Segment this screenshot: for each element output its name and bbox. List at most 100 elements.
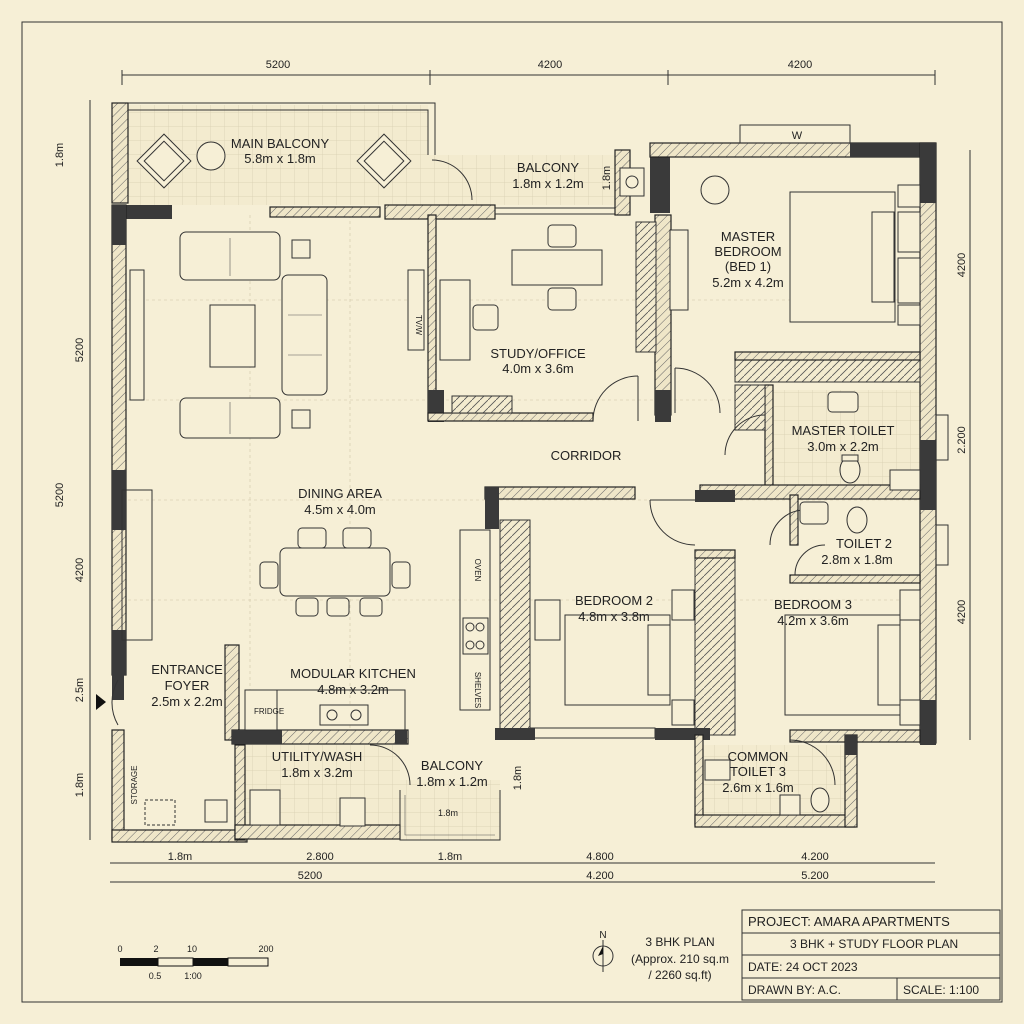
dim-left-1: 1.8m xyxy=(54,142,66,168)
balcony-bottom-side: 1.8m xyxy=(512,765,524,791)
dim-bottom-7: 4.200 xyxy=(586,870,614,882)
master-bedroom-furniture xyxy=(669,175,921,326)
dim-left-3: 5200 xyxy=(54,482,66,508)
main-balcony-name: MAIN BALCONY xyxy=(230,136,330,151)
bedroom3-furniture xyxy=(784,589,921,726)
toilet2-size: 2.8m x 1.8m xyxy=(821,552,893,567)
walls xyxy=(111,102,937,843)
sheet-border xyxy=(21,21,1003,1003)
corridor-name: CORRIDOR xyxy=(550,448,622,463)
window-toilet2 xyxy=(935,524,949,566)
bedroom3-name: BEDROOM 3 xyxy=(773,597,853,612)
bedroom3-size: 4.2m x 3.6m xyxy=(777,613,849,628)
dim-left-4: 4200 xyxy=(74,557,86,583)
dim-top-2: 4200 xyxy=(537,59,563,71)
balcony-top-tag: 1.8m xyxy=(601,165,613,191)
kitchen-fixtures xyxy=(244,617,489,731)
oven-label: OVEN xyxy=(473,559,482,582)
balcony-bottom-floor xyxy=(400,780,500,840)
window-master-toilet xyxy=(935,414,949,461)
dim-right-3: 4200 xyxy=(956,599,968,625)
window-dining xyxy=(121,489,153,641)
dim-left-2: 5200 xyxy=(74,337,86,363)
tv-wall-label: TV/W xyxy=(414,315,423,335)
balcony-bottom-name: BALCONY xyxy=(420,758,484,773)
dim-right-1: 4200 xyxy=(956,252,968,278)
north-label: N xyxy=(599,930,607,941)
plan-title: 3 BHK PLAN xyxy=(645,935,715,949)
window-w-frame xyxy=(739,124,851,144)
study-size: 4.0m x 3.6m xyxy=(502,361,574,376)
master-bed-name-2: BEDROOM xyxy=(714,244,782,259)
common-toilet-name-2: TOILET 3 xyxy=(730,764,786,779)
bedroom2-name: BEDROOM 2 xyxy=(574,593,654,608)
dim-left-5: 2.5m xyxy=(74,677,86,703)
storage-label: STORAGE xyxy=(130,766,139,805)
foyer-name-1: ENTRANCE xyxy=(151,662,223,677)
utility-size: 1.8m x 3.2m xyxy=(281,765,353,780)
north-arrow-icon xyxy=(592,940,614,972)
dim-bottom-5: 4.200 xyxy=(801,851,829,863)
toilet2-name: TOILET 2 xyxy=(836,536,892,551)
shelves-label: SHELVES xyxy=(473,672,482,708)
master-toilet-name: MASTER TOILET xyxy=(791,423,895,438)
fridge-label: FRIDGE xyxy=(254,707,284,716)
plan-area-1: (Approx. 210 sq.m xyxy=(630,952,730,966)
window-label: W xyxy=(792,130,803,142)
common-toilet-size: 2.6m x 1.6m xyxy=(722,780,794,795)
study-furniture xyxy=(439,221,657,414)
balcony-top-name: BALCONY xyxy=(516,160,580,175)
master-bed-size: 5.2m x 4.2m xyxy=(712,275,784,290)
master-toilet-fixtures xyxy=(827,391,921,491)
plan-subtitle: 3 BHK + STUDY FLOOR PLAN xyxy=(790,937,959,951)
dim-bottom-4: 4.800 xyxy=(586,851,614,863)
main-balcony-size: 5.8m x 1.8m xyxy=(244,151,316,166)
title-block xyxy=(741,909,1001,1001)
entrance-arrow-icon xyxy=(96,694,106,710)
plan-date: DATE: 24 OCT 2023 xyxy=(748,960,858,974)
foyer-size: 2.5m x 2.2m xyxy=(151,694,223,709)
scale-label-05: 0.5 xyxy=(148,971,162,981)
study-name: STUDY/OFFICE xyxy=(490,346,586,361)
foyer-name-2: FOYER xyxy=(164,678,210,693)
dim-right-2: 2.200 xyxy=(956,426,968,454)
dim-top-1: 5200 xyxy=(265,59,291,71)
dim-bottom-6: 5200 xyxy=(297,870,323,882)
plan-scale: SCALE: 1:100 xyxy=(903,983,980,997)
balcony-bottom-size: 1.8m x 1.2m xyxy=(416,774,488,789)
project-name: PROJECT: AMARA APARTMENTS xyxy=(748,914,950,929)
dimension-lines xyxy=(89,70,971,883)
bedroom2-size: 4.8m x 3.8m xyxy=(578,609,650,624)
main-balcony-furniture xyxy=(136,133,645,197)
kitchen-size: 4.8m x 3.2m xyxy=(317,682,389,697)
scale-label-200: 200 xyxy=(258,944,274,954)
balcony-top-size: 1.8m x 1.2m xyxy=(512,176,584,191)
dim-left-6: 1.8m xyxy=(74,772,86,798)
utility-name: UTILITY/WASH xyxy=(271,749,363,764)
dim-bottom-3: 1.8m xyxy=(437,851,463,863)
living-room-furniture xyxy=(129,231,425,439)
common-toilet-fixtures xyxy=(704,759,830,816)
utility-fixtures xyxy=(144,789,366,827)
dining-name: DINING AREA xyxy=(298,486,382,501)
master-bed-name-3: (BED 1) xyxy=(724,259,772,274)
master-bed-name-1: MASTER xyxy=(720,229,776,244)
scale-label-2: 2 xyxy=(153,944,159,954)
drawn-by: DRAWN BY: A.C. xyxy=(748,983,841,997)
doors xyxy=(111,159,836,786)
dim-top-3: 4200 xyxy=(787,59,813,71)
scale-label-100: 1:00 xyxy=(184,971,202,981)
balcony-bottom-tag: 1.8m xyxy=(437,808,459,818)
master-toilet-size: 3.0m x 2.2m xyxy=(807,439,879,454)
plan-area-2: / 2260 sq.ft) xyxy=(648,968,712,982)
balcony-top-floor xyxy=(428,155,623,205)
bedroom2-furniture xyxy=(534,589,695,726)
dining-size: 4.5m x 4.0m xyxy=(304,502,376,517)
scale-bar xyxy=(120,957,269,967)
dim-bottom-2: 2.800 xyxy=(306,851,334,863)
dim-bottom-1: 1.8m xyxy=(167,851,193,863)
kitchen-name: MODULAR KITCHEN xyxy=(290,666,416,681)
dining-furniture xyxy=(259,527,411,617)
